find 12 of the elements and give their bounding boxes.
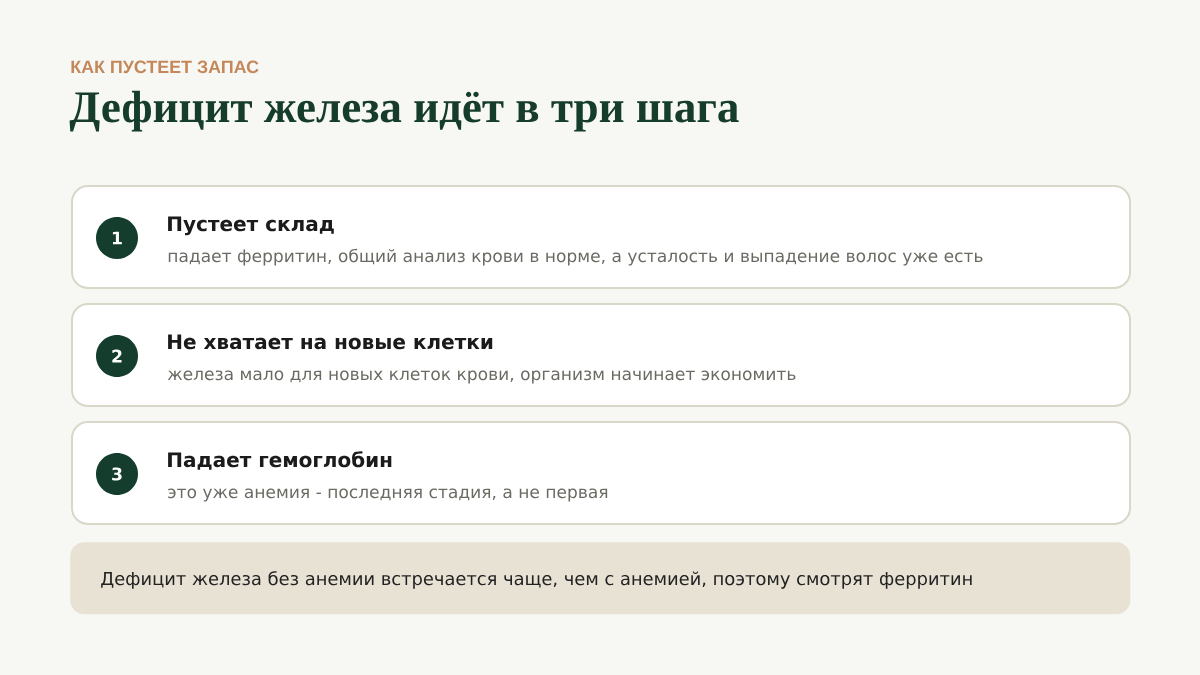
number-badge: 2 xyxy=(96,335,138,377)
step-title: Пустеет склад xyxy=(168,216,334,236)
step-title: Падает гемоглобин xyxy=(168,451,392,470)
step-description: это уже анемия - последняя стадия, а не первая xyxy=(168,488,608,502)
step-description: падает ферритин, общий анализ крови в норме, а усталость и выпадение волос уже есть xyxy=(168,248,983,266)
number-badge: 3 xyxy=(96,453,138,495)
number-badge: 1 xyxy=(96,217,138,259)
step-title: Не хватает на новые клетки xyxy=(168,334,493,350)
kicker-label: КАК ПУСТЕЕТ ЗАПАС xyxy=(71,60,259,74)
heading: Дефицит железа идёт в три шага xyxy=(69,90,739,132)
note-box: Дефицит железа без анемии встречается чаще, чем с анемией, поэтому смотрят ферритин xyxy=(70,542,1131,615)
step-description: железа мало для новых клеток крови, организм начинает экономить xyxy=(167,370,796,384)
